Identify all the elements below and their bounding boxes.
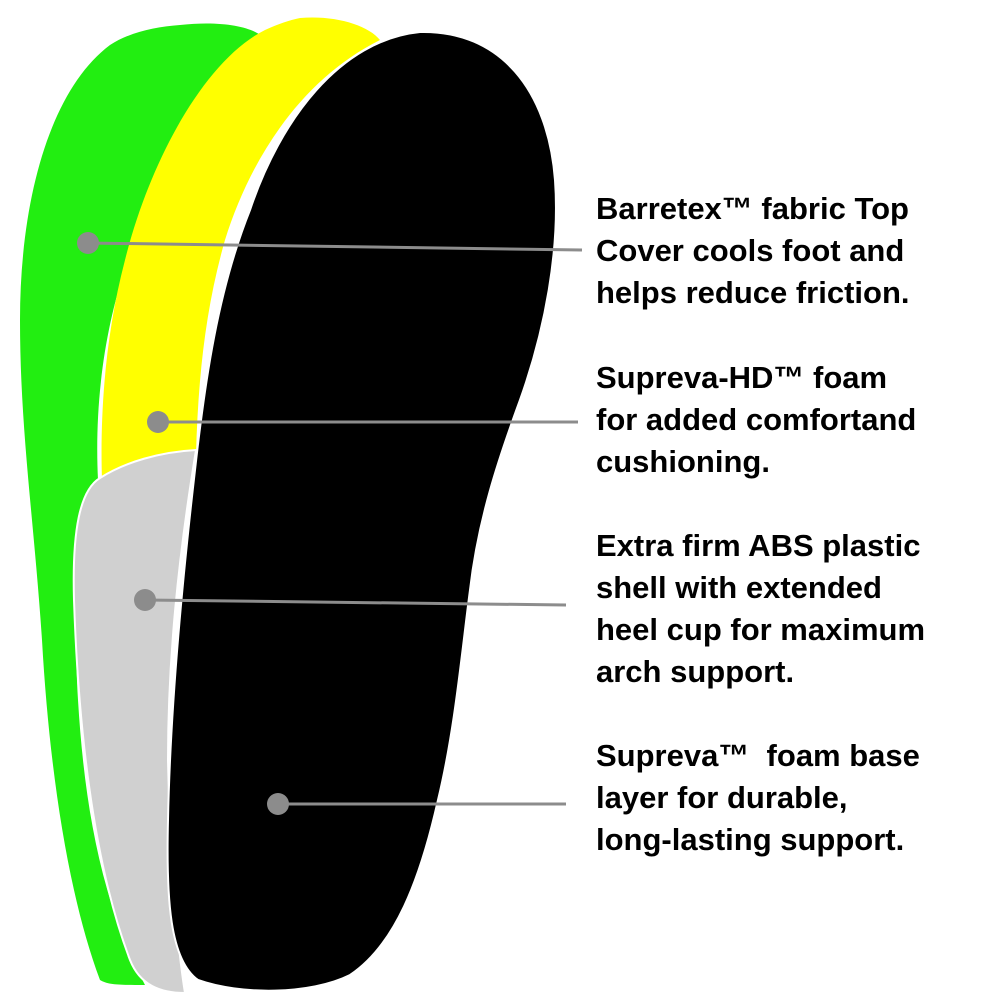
- callout-line: Extra firm ABS plastic: [596, 528, 921, 563]
- callout-line: arch support.: [596, 654, 795, 689]
- callout-line: layer for durable,: [596, 780, 848, 815]
- callout-line: long-lasting support.: [596, 822, 905, 857]
- callout-line: Barretex™ fabric Top: [596, 191, 909, 226]
- callout-line: for added comfortand: [596, 402, 917, 437]
- top-cover-layer: [20, 23, 265, 986]
- mid-foam-layer: [101, 17, 380, 481]
- callout-line: Cover cools foot and: [596, 233, 905, 268]
- callout-line: cushioning.: [596, 444, 770, 479]
- base-foam-layer: [166, 30, 557, 992]
- leader-dot-mid-foam: [147, 411, 169, 433]
- leader-line-top-cover: [87, 241, 583, 252]
- leader-dot-top-cover: [77, 232, 99, 254]
- shell-layer: [72, 448, 198, 995]
- callout-line: Supreva-HD™ foam: [596, 360, 888, 395]
- callout-line: heel cup for maximum: [596, 612, 926, 647]
- callout-line: Supreva™ foam base: [596, 738, 920, 773]
- callout-top-cover: Barretex™ fabric Top Cover cools foot an…: [596, 188, 996, 314]
- leader-dot-base-foam: [267, 793, 289, 815]
- callout-shell: Extra firm ABS plastic shell with extend…: [596, 525, 996, 693]
- callout-line: shell with extended: [596, 570, 882, 605]
- leader-line-shell: [144, 598, 567, 607]
- callout-base-foam: Supreva™ foam base layer for durable, lo…: [596, 735, 996, 861]
- callout-line: helps reduce friction.: [596, 275, 910, 310]
- leader-dot-shell: [134, 589, 156, 611]
- callout-mid-foam: Supreva-HD™ foam for added comfortand cu…: [596, 357, 996, 483]
